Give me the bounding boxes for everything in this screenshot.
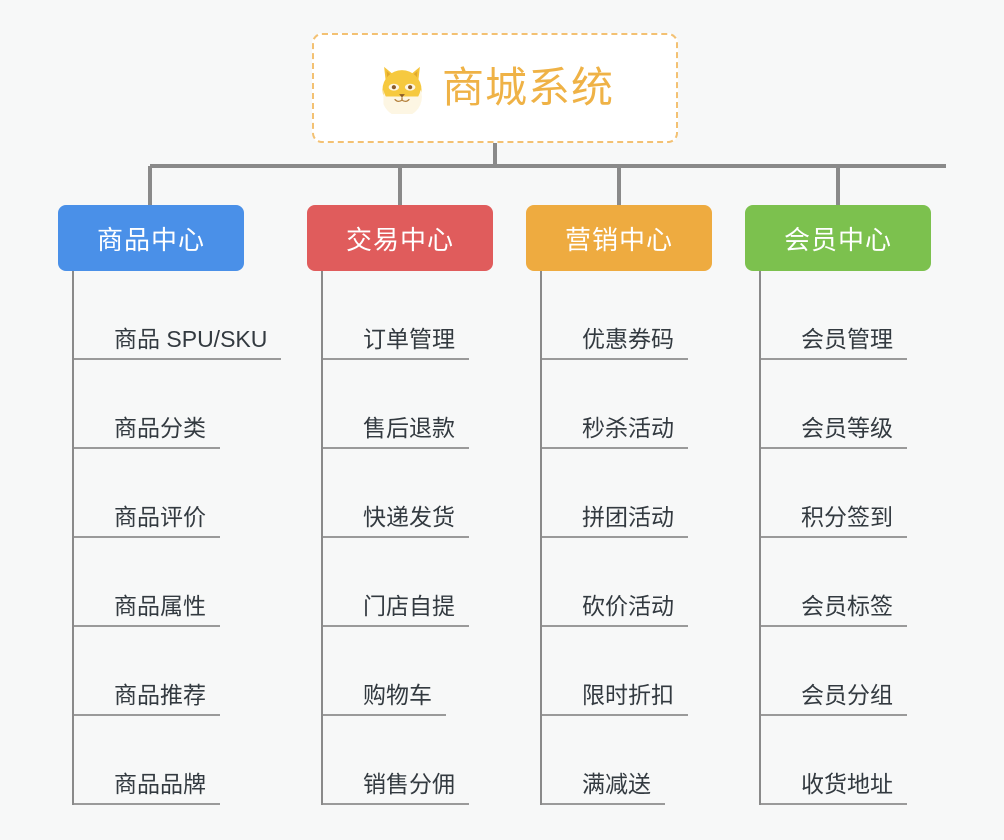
leaf-list-0: 商品 SPU/SKU 商品分类 商品评价 商品属性 商品推荐 商品品牌 — [72, 271, 282, 805]
leaf-label: 会员标签 — [761, 593, 907, 627]
category-header-2[interactable]: 营销中心 — [526, 205, 712, 271]
leaf-item[interactable]: 会员标签 — [761, 538, 931, 627]
leaf-item[interactable]: 快递发货 — [323, 449, 493, 538]
leaf-label: 会员等级 — [761, 415, 907, 449]
branch-column-3: 会员中心 会员管理 会员等级 积分签到 会员标签 会员分组 收货地址 — [745, 205, 931, 805]
leaf-label: 购物车 — [323, 682, 446, 716]
leaf-item[interactable]: 销售分佣 — [323, 716, 493, 805]
leaf-item[interactable]: 会员等级 — [761, 360, 931, 449]
category-header-0[interactable]: 商品中心 — [58, 205, 244, 271]
leaf-label: 商品属性 — [74, 593, 220, 627]
leaf-list-3: 会员管理 会员等级 积分签到 会员标签 会员分组 收货地址 — [759, 271, 931, 805]
branch-column-2: 营销中心 优惠券码 秒杀活动 拼团活动 砍价活动 限时折扣 满减送 — [526, 205, 712, 805]
leaf-label: 拼团活动 — [542, 504, 688, 538]
leaf-label: 会员分组 — [761, 682, 907, 716]
leaf-item[interactable]: 订单管理 — [323, 271, 493, 360]
shiba-dog-face-icon — [382, 66, 422, 114]
leaf-label: 优惠券码 — [542, 326, 688, 360]
leaf-label: 商品品牌 — [74, 771, 220, 805]
leaf-item[interactable]: 商品分类 — [74, 360, 244, 449]
leaf-label: 商品 SPU/SKU — [74, 326, 282, 360]
leaf-list-1: 订单管理 售后退款 快递发货 门店自提 购物车 销售分佣 — [321, 271, 493, 805]
root-node[interactable]: 商城系统 — [312, 33, 678, 143]
leaf-item[interactable]: 商品 SPU/SKU — [74, 271, 282, 360]
leaf-label: 商品评价 — [74, 504, 220, 538]
leaf-item[interactable]: 积分签到 — [761, 449, 931, 538]
leaf-label: 售后退款 — [323, 415, 469, 449]
leaf-item[interactable]: 满减送 — [542, 716, 712, 805]
leaf-label: 门店自提 — [323, 593, 469, 627]
leaf-item[interactable]: 商品评价 — [74, 449, 244, 538]
branch-column-0: 商品中心 商品 SPU/SKU 商品分类 商品评价 商品属性 商品推荐 商品品牌 — [58, 205, 282, 805]
leaf-label: 订单管理 — [323, 326, 469, 360]
leaf-item[interactable]: 商品属性 — [74, 538, 244, 627]
branch-column-1: 交易中心 订单管理 售后退款 快递发货 门店自提 购物车 销售分佣 — [307, 205, 493, 805]
leaf-item[interactable]: 拼团活动 — [542, 449, 712, 538]
leaf-label: 限时折扣 — [542, 682, 688, 716]
leaf-item[interactable]: 限时折扣 — [542, 627, 712, 716]
leaf-label: 满减送 — [542, 771, 665, 805]
leaf-list-2: 优惠券码 秒杀活动 拼团活动 砍价活动 限时折扣 满减送 — [540, 271, 712, 805]
leaf-item[interactable]: 秒杀活动 — [542, 360, 712, 449]
leaf-label: 秒杀活动 — [542, 415, 688, 449]
category-header-3[interactable]: 会员中心 — [745, 205, 931, 271]
leaf-label: 收货地址 — [761, 771, 907, 805]
leaf-item[interactable]: 商品推荐 — [74, 627, 244, 716]
leaf-item[interactable]: 优惠券码 — [542, 271, 712, 360]
category-header-1[interactable]: 交易中心 — [307, 205, 493, 271]
leaf-label: 快递发货 — [323, 504, 469, 538]
leaf-item[interactable]: 售后退款 — [323, 360, 493, 449]
leaf-label: 销售分佣 — [323, 771, 469, 805]
leaf-label: 商品推荐 — [74, 682, 220, 716]
root-title: 商城系统 — [441, 64, 614, 111]
leaf-item[interactable]: 砍价活动 — [542, 538, 712, 627]
leaf-label: 积分签到 — [761, 504, 907, 538]
leaf-label: 商品分类 — [74, 415, 220, 449]
leaf-label: 会员管理 — [761, 326, 907, 360]
leaf-label: 砍价活动 — [542, 593, 688, 627]
leaf-item[interactable]: 会员管理 — [761, 271, 931, 360]
leaf-item[interactable]: 购物车 — [323, 627, 493, 716]
leaf-item[interactable]: 会员分组 — [761, 627, 931, 716]
leaf-item[interactable]: 门店自提 — [323, 538, 493, 627]
leaf-item[interactable]: 商品品牌 — [74, 716, 244, 805]
leaf-item[interactable]: 收货地址 — [761, 716, 931, 805]
